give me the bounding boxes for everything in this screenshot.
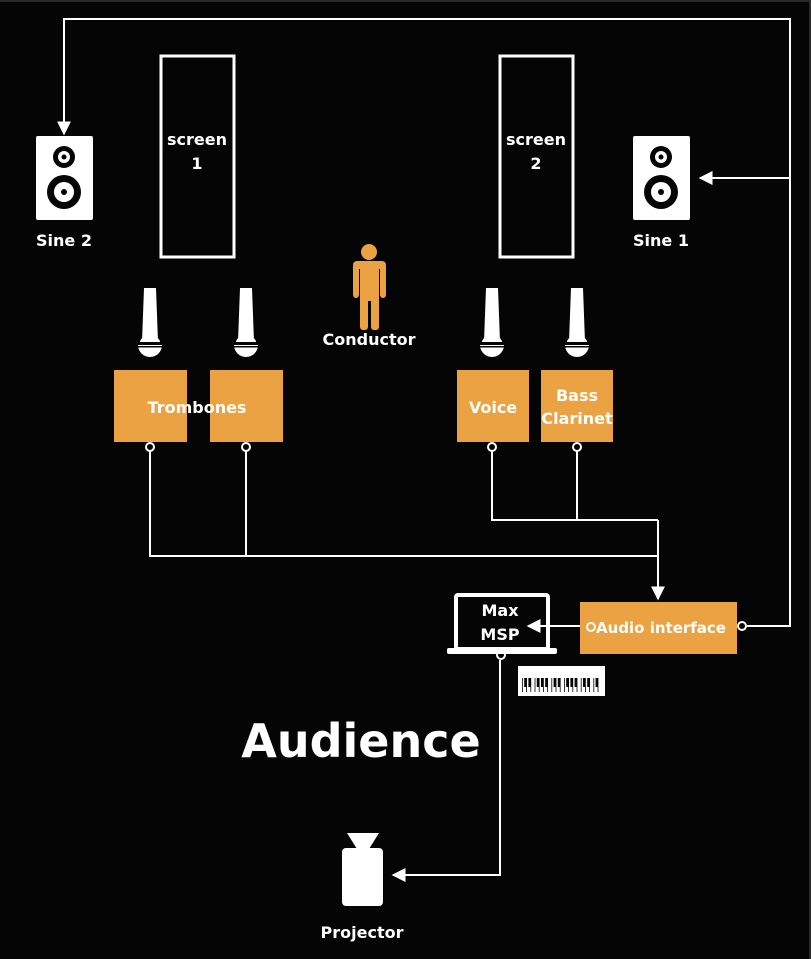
speaker-sine-2-label: Sine 2	[36, 231, 92, 250]
bass-clarinet-label-line1: Bass	[556, 386, 598, 405]
piano-keyboard-icon	[518, 666, 605, 696]
connector-interface-out	[737, 621, 747, 631]
laptop-icon	[447, 593, 557, 654]
connector-voice	[487, 442, 497, 452]
conductor-label: Conductor	[323, 330, 416, 349]
black-key	[566, 678, 569, 687]
max-msp-line1: Max	[481, 601, 519, 620]
instrument-voice: Voice	[457, 370, 529, 442]
wire-maxmsp-to-projector	[391, 660, 501, 882]
microphone-icon	[138, 288, 162, 357]
screen-2: screen 2	[498, 54, 575, 259]
black-key	[536, 678, 540, 687]
wire-trombone1	[149, 451, 658, 557]
wire-top-loop-to-sine2	[57, 18, 791, 178]
projector-label: Projector	[321, 923, 404, 942]
black-key	[583, 678, 586, 687]
audio-interface: Audio interface	[580, 602, 737, 654]
speaker-sine-1: Sine 1	[633, 136, 690, 250]
bass-clarinet-label-line2: Clarinet	[541, 409, 613, 428]
connector-bass-clarinet	[572, 442, 582, 452]
screen-2-label: screen	[506, 130, 566, 149]
wire-voice	[491, 451, 658, 521]
black-key	[587, 678, 590, 687]
speaker-icon	[36, 136, 93, 220]
trombone-2-box	[210, 370, 283, 442]
projector-icon	[342, 833, 383, 906]
speaker-sine-2: Sine 2	[36, 136, 93, 250]
person-icon	[353, 244, 386, 330]
microphone-icon	[565, 288, 589, 357]
microphones	[138, 288, 589, 357]
audience-label: Audience	[241, 714, 480, 768]
microphone-icon	[480, 288, 504, 357]
black-key	[528, 678, 531, 687]
trombone-1-box	[114, 370, 187, 442]
black-key	[541, 678, 544, 687]
wire-interface-to-sine1	[698, 171, 791, 627]
screen-1-number: 1	[191, 154, 202, 173]
speaker-sine-1-label: Sine 1	[633, 231, 689, 250]
black-key	[574, 678, 577, 687]
trombones-label: Trombones	[148, 398, 247, 417]
connector-interface-in	[586, 622, 596, 632]
screen-1: screen 1	[159, 54, 236, 259]
black-key	[553, 678, 556, 687]
projector: Projector	[321, 833, 404, 942]
black-key	[545, 678, 548, 687]
black-key	[557, 678, 561, 687]
black-key	[570, 678, 573, 687]
voice-label: Voice	[469, 398, 517, 417]
instrument-bass-clarinet: Bass Clarinet	[541, 370, 613, 442]
max-msp-laptop: Max MSP	[447, 593, 557, 654]
connector-trombone2	[241, 442, 251, 452]
audio-interface-label: Audio interface	[596, 619, 726, 637]
speaker-icon	[633, 136, 690, 220]
max-msp-line2: MSP	[480, 625, 519, 644]
connector-trombone1	[145, 442, 155, 452]
screen-2-number: 2	[530, 154, 541, 173]
black-key	[524, 678, 527, 687]
screen-1-label: screen	[167, 130, 227, 149]
black-key	[595, 678, 598, 687]
microphone-icon	[234, 288, 258, 357]
instrument-trombones: Trombones	[114, 370, 283, 442]
conductor: Conductor	[323, 244, 416, 349]
